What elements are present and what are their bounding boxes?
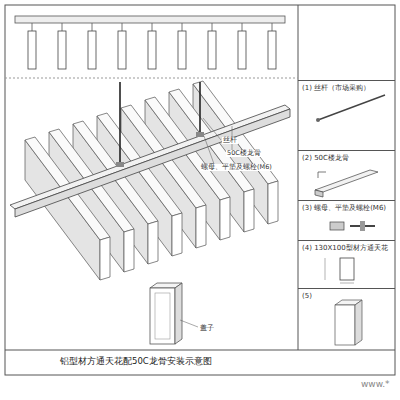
part-label: 50C楼龙骨 <box>226 150 262 157</box>
part-panel: (2) 50C楼龙骨 <box>298 150 395 200</box>
watermark: www.* <box>360 380 391 390</box>
panel-caption: (4) 130X100型材方通天花 <box>298 241 395 255</box>
part-label: 丝杆 <box>222 137 238 144</box>
part-label: 盖子 <box>199 325 215 332</box>
part-panel: (5) <box>298 288 395 350</box>
part-panel: (3) 螺母、平垫及螺栓(M6) <box>298 200 395 240</box>
part-label: 螺母、平垫及螺栓(M6) <box>200 164 273 171</box>
drawing-title: 铝型材方通天花配50C龙骨安装示意图 <box>60 356 212 368</box>
panel-caption: (1) 丝杆（市场采购） <box>298 81 395 95</box>
panel-caption: (3) 螺母、平垫及螺栓(M6) <box>298 201 395 215</box>
panel-caption: (2) 50C楼龙骨 <box>298 151 395 165</box>
panel-caption: (5) <box>298 289 395 303</box>
part-panel: (4) 130X100型材方通天花 <box>298 240 395 288</box>
part-panel: (1) 丝杆（市场采购） <box>298 80 395 150</box>
